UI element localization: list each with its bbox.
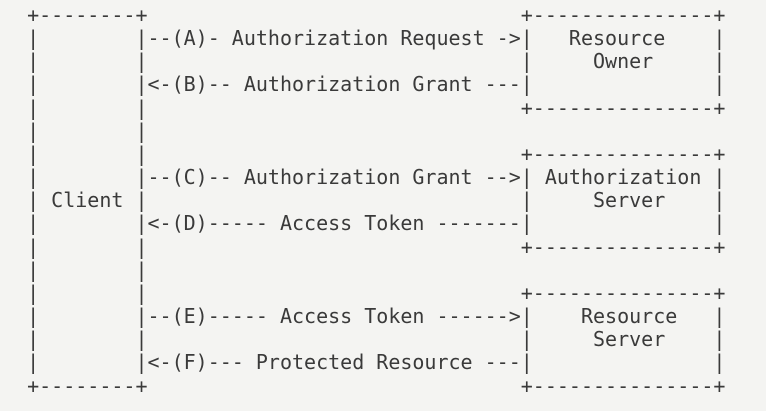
ascii-line-client-side-2: | | [3,257,148,282]
ascii-line-resserver-top: | | +---------------+ [3,280,726,305]
ascii-line-owner-bottom: | | +---------------+ [3,95,726,120]
ascii-line-flow-d: | |<-(D)----- Access Token -------| | [3,211,726,236]
ascii-line-client-authserver: | Client | | Server | [3,188,726,213]
ascii-line-flow-b: | |<-(B)-- Authorization Grant ---| | [3,72,726,97]
ascii-line-flow-f: | |<-(F)--- Protected Resource ---| | [3,350,726,375]
ascii-line-authserver-top: | | +---------------+ [3,141,726,166]
ascii-line-top-borders: +--------+ +---------------+ [3,3,726,27]
ascii-line-flow-e: | |--(E)----- Access Token ------>| Reso… [3,304,726,329]
ascii-line-authserver-bottom: | | +---------------+ [3,234,726,259]
ascii-line-resource-server: | | | Server | [3,327,726,352]
ascii-line-flow-c: | |--(C)-- Authorization Grant -->| Auth… [3,165,726,190]
ascii-line-resource-owner: | | | Owner | [3,49,726,74]
ascii-line-flow-a: | |--(A)- Authorization Request ->| Reso… [3,26,726,51]
ascii-line-bottom-borders: +--------+ +---------------+ [3,373,726,398]
ascii-line-client-side-1: | | [3,118,148,143]
